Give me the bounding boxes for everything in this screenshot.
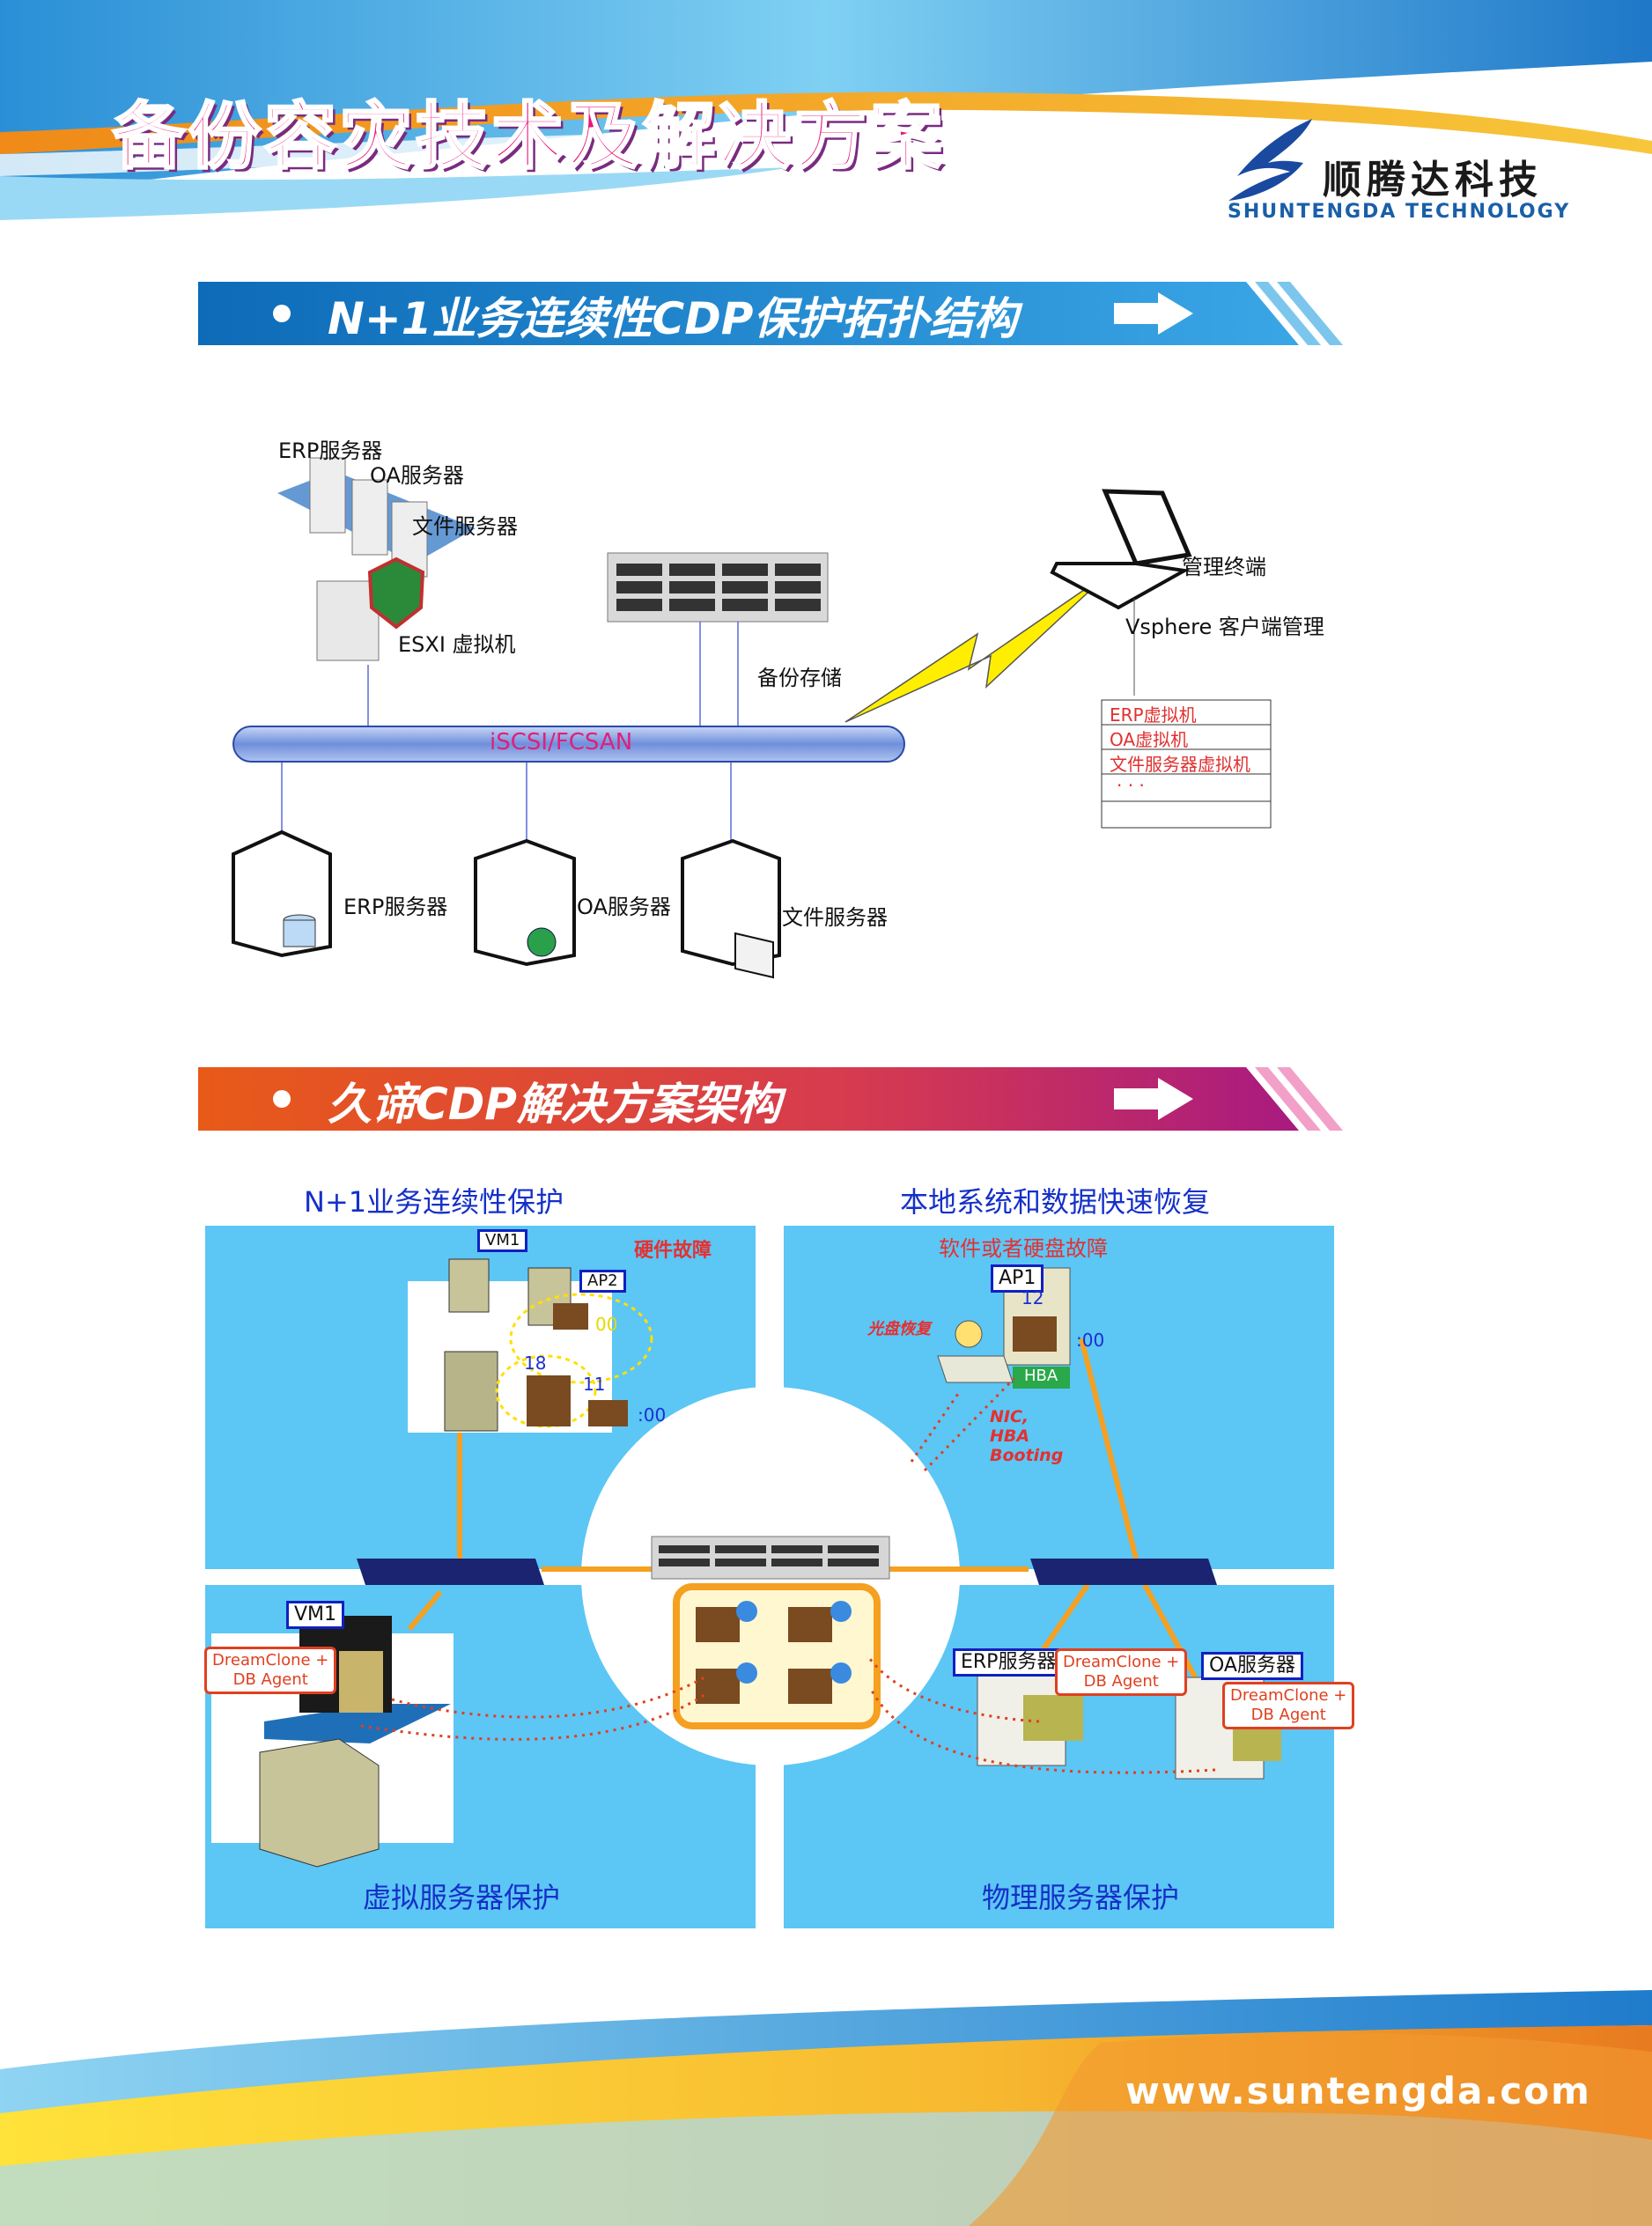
topology-diagram <box>232 457 1272 979</box>
vm-erp-label: ERP服务器 <box>278 439 383 463</box>
cd-drive-icon <box>937 1320 1014 1383</box>
vm-list-item: ERP虚拟机 <box>1110 704 1197 726</box>
switch-icon <box>357 1559 544 1585</box>
esxi-host-icon <box>316 580 380 661</box>
section2-title: 久谛CDP解决方案架构 <box>328 1079 781 1130</box>
shield-icon <box>367 556 425 630</box>
website-url: www.suntengda.com <box>1125 2069 1591 2112</box>
storage-label: 备份存储 <box>757 666 842 690</box>
hw-fault-label: 硬件故障 <box>634 1240 712 1262</box>
san-label: iSCSI/FCSAN <box>490 729 633 756</box>
vm-list-item: 文件服务器虚拟机 <box>1110 754 1250 775</box>
file-server-icon <box>681 838 781 979</box>
hba-label: HBA <box>1024 1367 1058 1385</box>
bird-logo-icon <box>1228 119 1312 201</box>
num-label: 00 <box>595 1314 618 1335</box>
top-wave-banner <box>0 0 1652 220</box>
section2-banner <box>198 1067 1343 1131</box>
vm-list-table <box>1101 699 1272 829</box>
central-storage-icon <box>651 1536 890 1580</box>
num-label: 12 <box>1021 1287 1044 1308</box>
hba-boot-label: HBA <box>990 1426 1030 1446</box>
vm-file-label: 文件服务器 <box>412 514 518 539</box>
vm-oa-label: OA服务器 <box>370 463 464 488</box>
vm-list-item: · · · <box>1117 775 1145 796</box>
esxi-label: ESXI 虚拟机 <box>398 632 516 657</box>
laptop-icon <box>1050 489 1192 610</box>
dreamclone-box: DreamClone + DB Agent <box>204 1647 337 1694</box>
brand-name-cn: 顺腾达科技 <box>1323 158 1543 203</box>
phys-oa-label: OA服务器 <box>577 895 671 919</box>
bottom-wave-banner <box>0 1990 1652 2226</box>
num-label: :00 <box>1076 1330 1105 1351</box>
left-heading: N+1业务连续性保护 <box>304 1185 564 1219</box>
dreamclone-box: DreamClone + DB Agent <box>1222 1682 1355 1729</box>
terminal-label: 管理终端 <box>1182 555 1266 579</box>
switch-icon <box>1030 1559 1217 1585</box>
booting-label: Booting <box>990 1446 1064 1465</box>
sw-fault-label: 软件或者硬盘故障 <box>939 1236 1108 1261</box>
oa-server-icon <box>474 838 576 967</box>
brand-name-en: SHUNTENGDA TECHNOLOGY <box>1228 201 1571 223</box>
num-label: 18 <box>524 1353 547 1374</box>
page-title: 备份容灾技术及解决方案 <box>111 94 947 181</box>
nic-label: NIC, <box>990 1407 1029 1426</box>
ap1-tag: AP1 <box>991 1264 1044 1293</box>
cd-restore-label: 光盘恢复 <box>867 1320 931 1338</box>
vm1-lower-tag: VM1 <box>286 1601 345 1629</box>
physical-protect-label: 物理服务器保护 <box>982 1881 1180 1914</box>
backup-storage-icon <box>607 552 829 623</box>
virtual-protect-label: 虚拟服务器保护 <box>363 1881 561 1914</box>
vm-server-icon <box>309 457 428 578</box>
vm1-tag: VM1 <box>477 1229 528 1252</box>
erp-server-icon <box>232 829 332 958</box>
cdp-architecture-diagram <box>205 1226 1334 1928</box>
section1-banner <box>198 282 1343 345</box>
phys-erp-label: ERP服务器 <box>343 895 448 919</box>
phys-file-label: 文件服务器 <box>782 905 888 930</box>
section1-title: N+1业务连续性CDP保护拓扑结构 <box>328 293 1018 344</box>
vm-list-item: OA虚拟机 <box>1110 729 1189 750</box>
num-label: :00 <box>638 1404 667 1426</box>
right-heading: 本地系统和数据快速恢复 <box>900 1185 1211 1219</box>
vsphere-label: Vsphere 客户端管理 <box>1125 615 1324 639</box>
num-label: 11 <box>583 1374 606 1395</box>
erp-server-tag: ERP服务器 <box>953 1648 1065 1677</box>
dreamclone-box: DreamClone + DB Agent <box>1055 1648 1188 1696</box>
oa-server-tag: OA服务器 <box>1201 1652 1303 1680</box>
san-pipe <box>232 726 905 763</box>
ap2-tag: AP2 <box>579 1270 626 1293</box>
